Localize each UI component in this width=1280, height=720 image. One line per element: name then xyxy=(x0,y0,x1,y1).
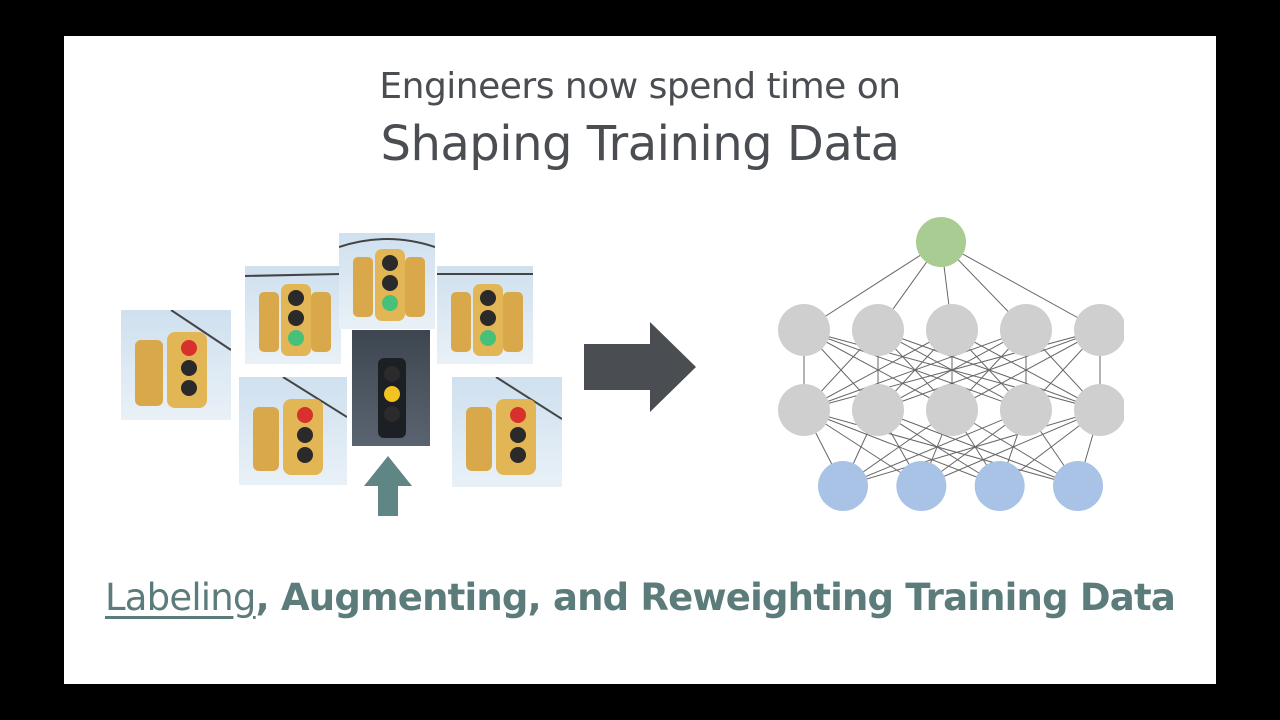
input-node xyxy=(896,461,947,511)
up-arrow-icon xyxy=(364,456,412,516)
network-edge xyxy=(803,329,1027,411)
caption-rest: , Augmenting, and Reweighting Training D… xyxy=(255,576,1176,619)
input-node xyxy=(818,461,868,511)
slide-title-line-2: Shaping Training Data xyxy=(380,116,900,172)
slide-caption: Labeling, Augmenting, and Reweighting Tr… xyxy=(64,576,1216,619)
traffic-light-icon xyxy=(466,377,562,475)
hidden-node xyxy=(778,304,830,356)
traffic-light-photo-red xyxy=(239,377,347,485)
traffic-light-photo-green xyxy=(437,266,533,364)
input-node xyxy=(1053,461,1103,511)
hidden-node xyxy=(1000,304,1052,356)
network-edge xyxy=(951,329,1101,411)
hidden-node xyxy=(926,384,978,436)
traffic-light-icon xyxy=(378,358,406,438)
network-edge xyxy=(803,241,942,331)
hidden-node xyxy=(852,304,904,356)
network-edge xyxy=(842,409,1027,487)
network-edge xyxy=(803,329,1101,411)
network-edge xyxy=(803,409,1000,487)
traffic-light-icon xyxy=(253,377,347,475)
network-edge xyxy=(803,409,1079,487)
hidden-node xyxy=(1074,384,1124,436)
network-edge xyxy=(842,409,1101,487)
hidden-node xyxy=(778,384,830,436)
traffic-light-photo-red xyxy=(452,377,562,487)
input-node xyxy=(974,461,1025,511)
right-arrow-icon xyxy=(584,322,696,412)
traffic-light-photo-green xyxy=(245,266,341,364)
traffic-light-photo-yellow xyxy=(352,330,430,446)
network-edge xyxy=(877,329,1101,411)
hidden-node xyxy=(1074,304,1124,356)
hidden-node xyxy=(852,384,904,436)
caption-labeling-link: Labeling xyxy=(104,576,256,619)
traffic-light-icon xyxy=(339,238,435,321)
slide-title-line-1: Engineers now spend time on xyxy=(379,66,901,107)
traffic-light-icon xyxy=(245,273,341,356)
network-edge xyxy=(803,329,953,411)
slide: Engineers now spend time on Shaping Trai… xyxy=(64,36,1216,684)
traffic-light-icon xyxy=(437,273,533,356)
traffic-light-photo-green xyxy=(339,233,435,329)
network-edge xyxy=(940,241,1101,331)
hidden-node xyxy=(926,304,978,356)
output-node xyxy=(916,217,966,267)
traffic-light-icon xyxy=(135,310,231,408)
network-edge xyxy=(877,409,1079,487)
hidden-node xyxy=(1000,384,1052,436)
neural-network-diagram xyxy=(778,217,1124,511)
traffic-light-photo-red xyxy=(121,310,231,420)
network-edge xyxy=(921,409,1101,487)
